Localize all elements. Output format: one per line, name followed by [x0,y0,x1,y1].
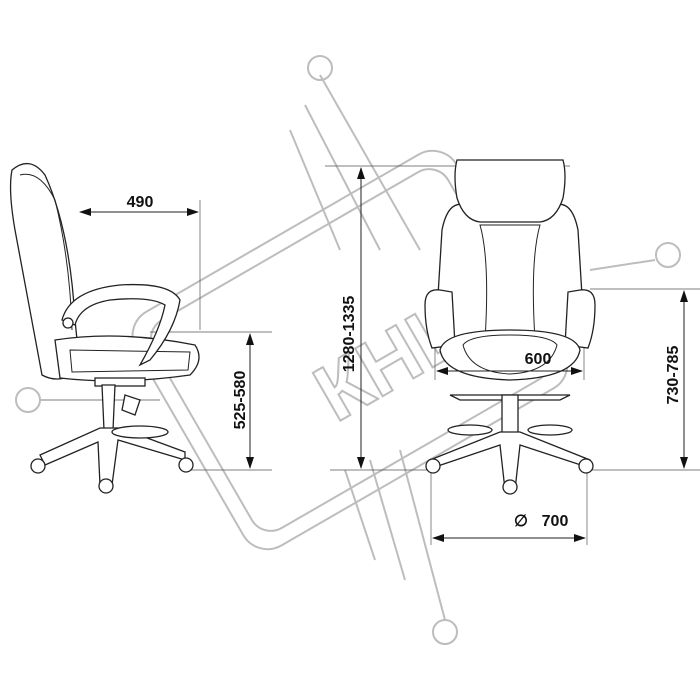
total-height-label: 1280-1335 [341,296,358,373]
armrest-height-label: 730-785 [665,346,682,405]
seat-depth-label: 490 [127,194,154,211]
base-diameter-label: 700 [542,513,569,530]
chair-front-view [424,159,596,495]
seat-height-label: 525-580 [232,371,249,430]
chair-side-view [9,163,200,494]
seat-width-label: 600 [525,351,552,368]
diameter-symbol: ∅ [514,513,528,530]
